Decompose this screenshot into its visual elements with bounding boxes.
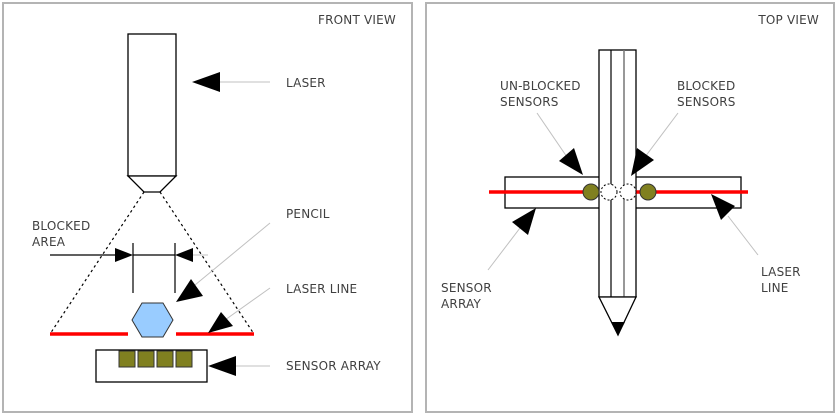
blocked-area-dimension: BLOCKED AREA <box>32 219 208 293</box>
top-view-panel: TOP VIEW UN-BLOCKED SENSORS <box>425 2 835 413</box>
sensor-unblocked <box>639 183 657 201</box>
sensor-array-top-arrow-icon <box>512 208 536 235</box>
sensor-array-top-leader-line <box>487 227 521 271</box>
laser-callout: LASER <box>192 72 326 92</box>
laser-line-top-callout: LASER LINE <box>711 194 801 295</box>
blocked-area-arrow-left-icon <box>175 248 193 262</box>
unblocked-leader-line <box>536 112 568 158</box>
sensor-element <box>156 350 174 368</box>
unblocked-label-line2: SENSORS <box>500 95 559 109</box>
blocked-label-line2: SENSORS <box>677 95 736 109</box>
pencil-tip-wood <box>597 296 638 337</box>
pencil-hexagon <box>131 302 174 338</box>
unblocked-sensors-callout: UN-BLOCKED SENSORS <box>500 79 583 175</box>
blocked-sensors-callout: BLOCKED SENSORS <box>631 79 736 176</box>
pencil-body <box>598 49 637 298</box>
blocked-area-arrow-right-icon <box>115 248 133 262</box>
sensor-array-top-label-line2: ARRAY <box>441 297 481 311</box>
pencil-callout: PENCIL <box>176 207 330 302</box>
pencil-leader-line <box>194 222 271 286</box>
pencil-tip-lead <box>611 322 625 335</box>
sensor-element <box>118 350 136 368</box>
unblocked-label-line1: UN-BLOCKED <box>500 79 581 93</box>
sensor-blocked <box>619 183 637 201</box>
blocked-leader-line <box>644 112 679 158</box>
pencil-label: PENCIL <box>286 207 330 221</box>
blocked-area-label-line2: AREA <box>32 235 66 249</box>
front-view-panel: FRONT VIEW LASER BLOCKED AREA <box>2 2 413 413</box>
laser-line-callout: LASER LINE <box>208 282 357 333</box>
laser-device <box>126 33 178 193</box>
laser-line-top-leader-line <box>727 215 759 256</box>
sensor-array-callout: SENSOR ARRAY <box>208 356 381 376</box>
sensor-array-top-label-line1: SENSOR <box>441 281 492 295</box>
laser-arrow-icon <box>192 72 220 92</box>
sensor-unblocked <box>582 183 600 201</box>
sensor-array-front <box>95 349 208 383</box>
sensor-array-label: SENSOR ARRAY <box>286 359 381 373</box>
laser-body <box>127 33 177 177</box>
sensor-element <box>137 350 155 368</box>
sensor-array-top-callout: SENSOR ARRAY <box>441 208 536 311</box>
sensor-element <box>175 350 193 368</box>
beam-left-edge <box>49 191 145 335</box>
laser-label: LASER <box>286 76 326 90</box>
blocked-area-label-line1: BLOCKED <box>32 219 90 233</box>
laser-line-top-arrow-icon <box>711 194 735 220</box>
laser-line-leader-line <box>224 287 271 321</box>
laser-line-arrow-icon <box>208 312 233 333</box>
beam-right-edge <box>159 191 255 335</box>
unblocked-arrow-icon <box>559 148 583 175</box>
blocked-label-line1: BLOCKED <box>677 79 735 93</box>
laser-line-top-label-line1: LASER <box>761 265 801 279</box>
laser-line-top-label-line2: LINE <box>761 281 789 295</box>
laser-line-label: LASER LINE <box>286 282 357 296</box>
front-view-title: FRONT VIEW <box>318 13 396 27</box>
front-view-frame <box>2 2 413 413</box>
blocked-arrow-icon <box>631 148 654 176</box>
sensor-array-arrow-icon <box>208 356 236 376</box>
pencil-arrow-icon <box>176 279 203 302</box>
top-view-title: TOP VIEW <box>757 13 819 27</box>
sensor-blocked <box>600 183 618 201</box>
pencil-top <box>597 49 638 337</box>
